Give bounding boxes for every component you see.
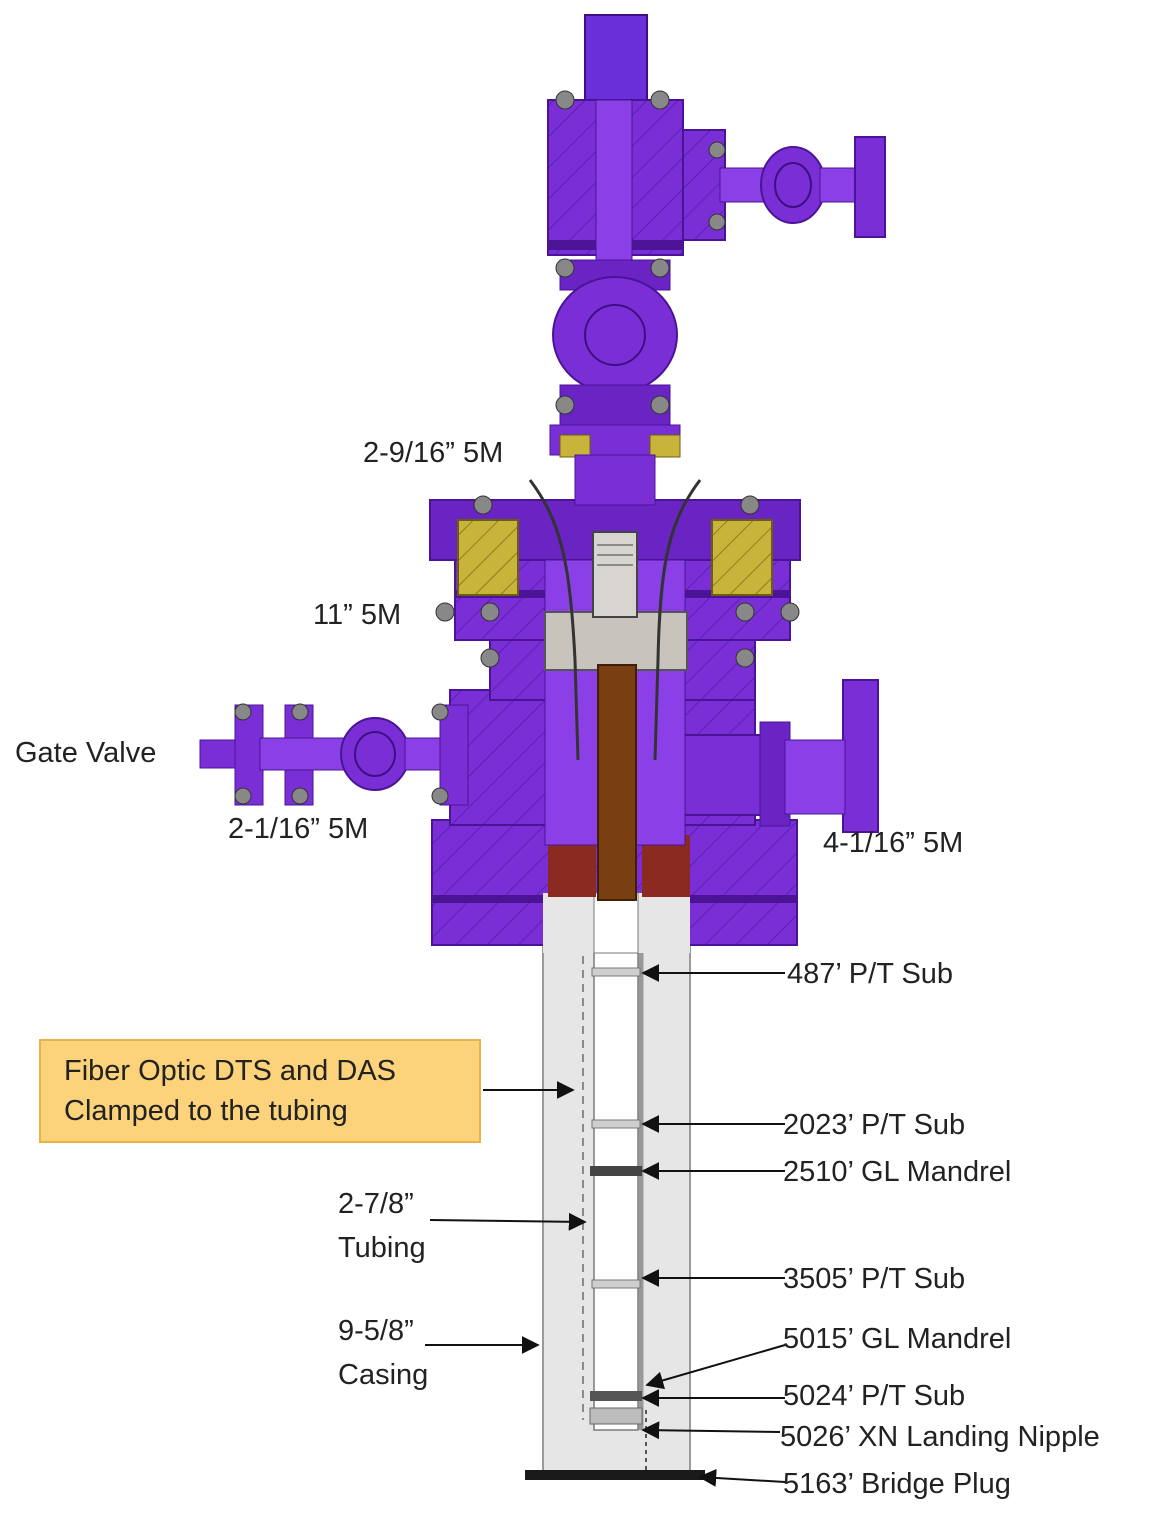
fiber-optic-callout: Fiber Optic DTS and DAS Clamped to the t… [39,1039,575,1143]
downhole-label: 5026’ XN Landing Nipple [780,1421,1100,1453]
downhole-label: 487’ P/T Sub [787,958,953,990]
christmas-tree [547,14,886,506]
pt-sub-487 [591,967,641,977]
downhole-label: 5024’ P/T Sub [783,1380,965,1412]
gate-valve-left [199,703,469,806]
tubing-head [429,479,801,901]
downhole-labels: 487’ P/T Sub 2023’ P/T Sub 2510’ GL Mand… [641,958,1100,1500]
callout-line2: Clamped to the tubing [64,1095,348,1127]
label-casing-size: 9-5/8” [338,1315,414,1347]
label-flange-upper: 2-9/16” 5M [363,437,503,469]
xn-landing-nipple [589,1407,643,1425]
pt-sub-5024 [590,1391,642,1401]
label-tubing: Tubing [338,1232,426,1264]
callout-line1: Fiber Optic DTS and DAS [64,1055,396,1087]
tubing-hanger [544,611,688,671]
downhole-label: 2510’ GL Mandrel [783,1156,1011,1188]
pt-sub-3505 [591,1279,641,1289]
tubing [582,899,647,1470]
gasket-right [711,519,773,596]
gasket-left [457,519,519,596]
downhole-label: 5163’ Bridge Plug [783,1468,1011,1500]
downhole-label: 3505’ P/T Sub [783,1263,965,1295]
label-flange-right: 4-1/16” 5M [823,827,963,859]
pt-sub-2023 [591,1119,641,1129]
label-casing: Casing [338,1359,428,1391]
label-flange-left: 2-1/16” 5M [228,813,368,845]
label-gate-valve: Gate Valve [15,737,156,769]
right-outlet-flange [842,679,879,833]
top-pipe [584,14,648,106]
downhole-label: 2023’ P/T Sub [783,1109,965,1141]
gl-mandrel-2510 [590,1166,642,1176]
label-flange-main: 11” 5M [313,599,401,631]
downhole-label: 5015’ GL Mandrel [783,1323,1011,1355]
label-tubing-size: 2-7/8” [338,1188,414,1220]
